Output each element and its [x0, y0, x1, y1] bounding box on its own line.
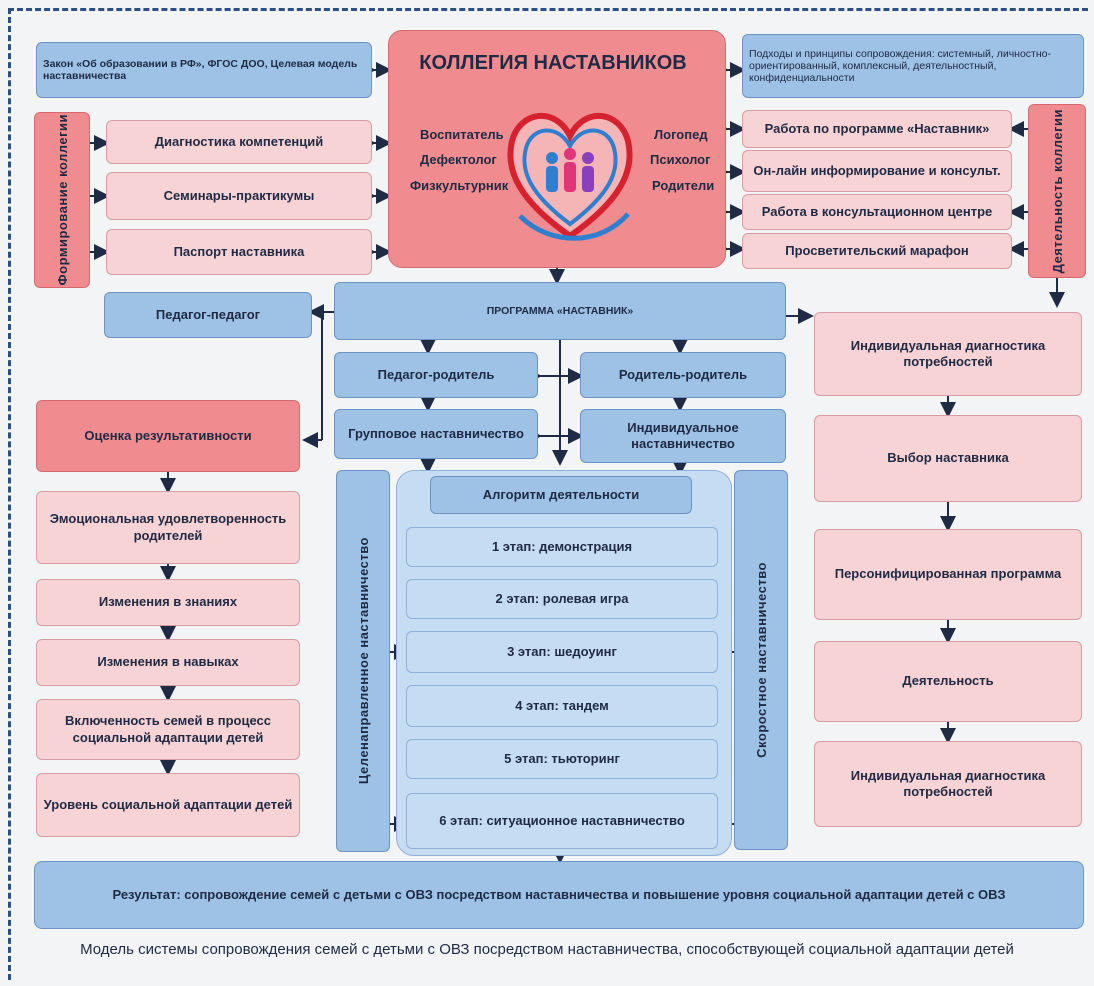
right-item-personal-program: Персонифицированная программа — [814, 529, 1082, 620]
formation-item-seminars: Семинары-практикумы — [106, 172, 372, 220]
eval-item-satisfaction: Эмоциональная удовлетворенность родителе… — [36, 491, 300, 564]
stage-5: 5 этап: тьюторинг — [406, 739, 718, 779]
speed-mentoring: Скоростное наставничество — [734, 470, 788, 850]
right-item-diagnostics-1: Индивидуальная диагностика потребностей — [814, 312, 1082, 396]
eval-item-skills: Изменения в навыках — [36, 639, 300, 686]
pedagog-roditel-box: Педагог-родитель — [334, 352, 538, 398]
formation-label: Формирование коллегии — [34, 112, 90, 288]
stage-6: 6 этап: ситуационное наставничество — [406, 793, 718, 849]
activity-item-marathon: Просветительский марафон — [742, 233, 1012, 269]
right-item-activity: Деятельность — [814, 641, 1082, 722]
activity-item-online: Он-лайн информирование и консульт. — [742, 150, 1012, 192]
stage-4: 4 этап: тандем — [406, 685, 718, 727]
eval-item-knowledge: Изменения в знаниях — [36, 579, 300, 626]
eval-item-adaptation-level: Уровень социальной адаптации детей — [36, 773, 300, 837]
role-defectologist: Дефектолог — [420, 152, 497, 167]
group-mentoring-box: Групповое наставничество — [334, 409, 538, 459]
pedagog-pedagog-box: Педагог-педагог — [104, 292, 312, 338]
heart-family-logo — [507, 113, 633, 241]
law-box: Закон «Об образовании в РФ», ФГОС ДОО, Ц… — [36, 42, 372, 98]
caption: Модель системы сопровождения семей с дет… — [80, 941, 1014, 958]
approaches-box: Подходы и принципы сопровождения: систем… — [742, 34, 1084, 98]
stage-1: 1 этап: демонстрация — [406, 527, 718, 567]
stage-2: 2 этап: ролевая игра — [406, 579, 718, 619]
formation-label-text: Формирование коллегии — [54, 114, 70, 286]
activity-item-program-work: Работа по программе «Наставник» — [742, 110, 1012, 148]
evaluation-box: Оценка результативности — [36, 400, 300, 472]
formation-item-passport: Паспорт наставника — [106, 229, 372, 275]
speed-mentoring-text: Скоростное наставничество — [753, 562, 769, 758]
targeted-mentoring: Целенаправленное наставничество — [336, 470, 390, 852]
role-pe-instructor: Физкультурник — [410, 178, 509, 193]
activity-item-consult-center: Работа в консультационном центре — [742, 194, 1012, 230]
targeted-mentoring-text: Целенаправленное наставничество — [355, 537, 371, 785]
activity-label-text: Деятельность коллегии — [1049, 108, 1065, 274]
collegia-title: КОЛЛЕГИЯ НАСТАВНИКОВ — [419, 52, 687, 74]
right-item-diagnostics-2: Индивидуальная диагностика потребностей — [814, 741, 1082, 827]
roditel-roditel-box: Родитель-родитель — [580, 352, 786, 398]
stage-3: 3 этап: шедоуинг — [406, 631, 718, 673]
program-box: ПРОГРАММА «НАСТАВНИК» — [334, 282, 786, 340]
individual-mentoring-box: Индивидуальное наставничество — [580, 409, 786, 463]
formation-item-diagnostics: Диагностика компетенций — [106, 120, 372, 164]
role-parents: Родители — [652, 178, 715, 193]
activity-label: Деятельность коллегии — [1028, 104, 1086, 278]
role-speech-therapist: Логопед — [654, 127, 708, 142]
role-psychologist: Психолог — [650, 152, 711, 167]
role-educator: Воспитатель — [420, 127, 504, 142]
result-box: Результат: сопровождение семей с детьми … — [34, 861, 1084, 929]
algorithm-box: Алгоритм деятельности — [430, 476, 692, 514]
dashed-frame — [8, 8, 1088, 980]
eval-item-involvement: Включенность семей в процесс социальной … — [36, 699, 300, 760]
right-item-mentor-choice: Выбор наставника — [814, 415, 1082, 502]
